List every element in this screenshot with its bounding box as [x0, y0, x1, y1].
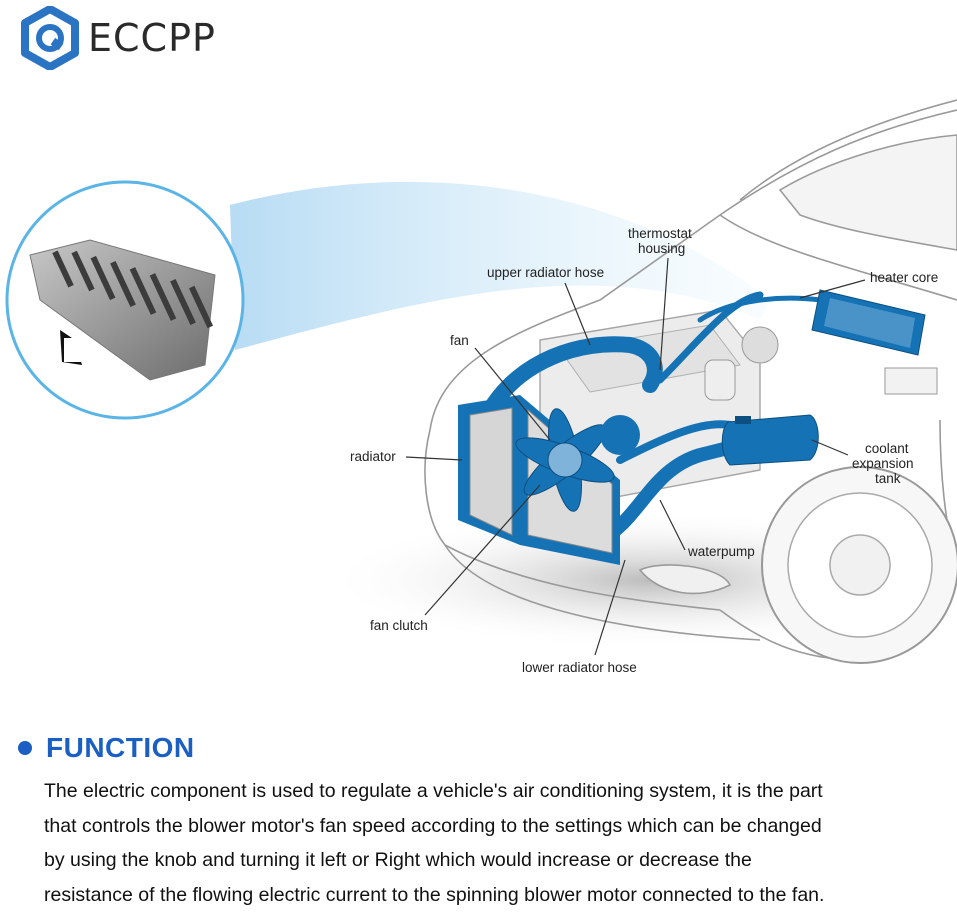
label-heater-core: heater core: [870, 270, 938, 285]
blower-resistor-callout: [7, 182, 243, 418]
bullet-dot-icon: [18, 741, 32, 755]
function-line-2: that controls the blower motor's fan spe…: [44, 809, 938, 844]
function-line-3: by using the knob and turning it left or…: [44, 843, 938, 878]
function-title: FUNCTION: [46, 732, 195, 764]
brand-logo: ECCPP: [18, 6, 216, 70]
function-description: The electric component is used to regula…: [44, 774, 938, 912]
label-waterpump: waterpump: [687, 544, 755, 559]
eccpp-hexagon-logo-icon: [18, 6, 82, 70]
function-section: FUNCTION The electric component is used …: [18, 732, 938, 912]
label-housing: housing: [638, 241, 685, 256]
label-radiator: radiator: [350, 449, 396, 464]
heater-core-part: [812, 290, 937, 394]
label-tank: tank: [875, 471, 901, 486]
label-fan-clutch: fan clutch: [370, 618, 428, 633]
function-header: FUNCTION: [18, 732, 938, 764]
label-lower-radiator-hose: lower radiator hose: [522, 660, 637, 675]
cooling-system-diagram: thermostat housing upper radiator hose h…: [0, 0, 957, 720]
label-fan: fan: [450, 333, 469, 348]
label-expansion: expansion: [852, 456, 914, 471]
front-wheel: [762, 467, 957, 663]
coolant-tank: [722, 415, 818, 465]
label-coolant: coolant: [865, 441, 909, 456]
brand-name: ECCPP: [88, 16, 216, 60]
label-upper-radiator-hose: upper radiator hose: [487, 265, 604, 280]
function-line-1: The electric component is used to regula…: [44, 774, 938, 809]
function-line-4: resistance of the flowing electric curre…: [44, 878, 938, 912]
label-thermostat: thermostat: [628, 226, 692, 241]
